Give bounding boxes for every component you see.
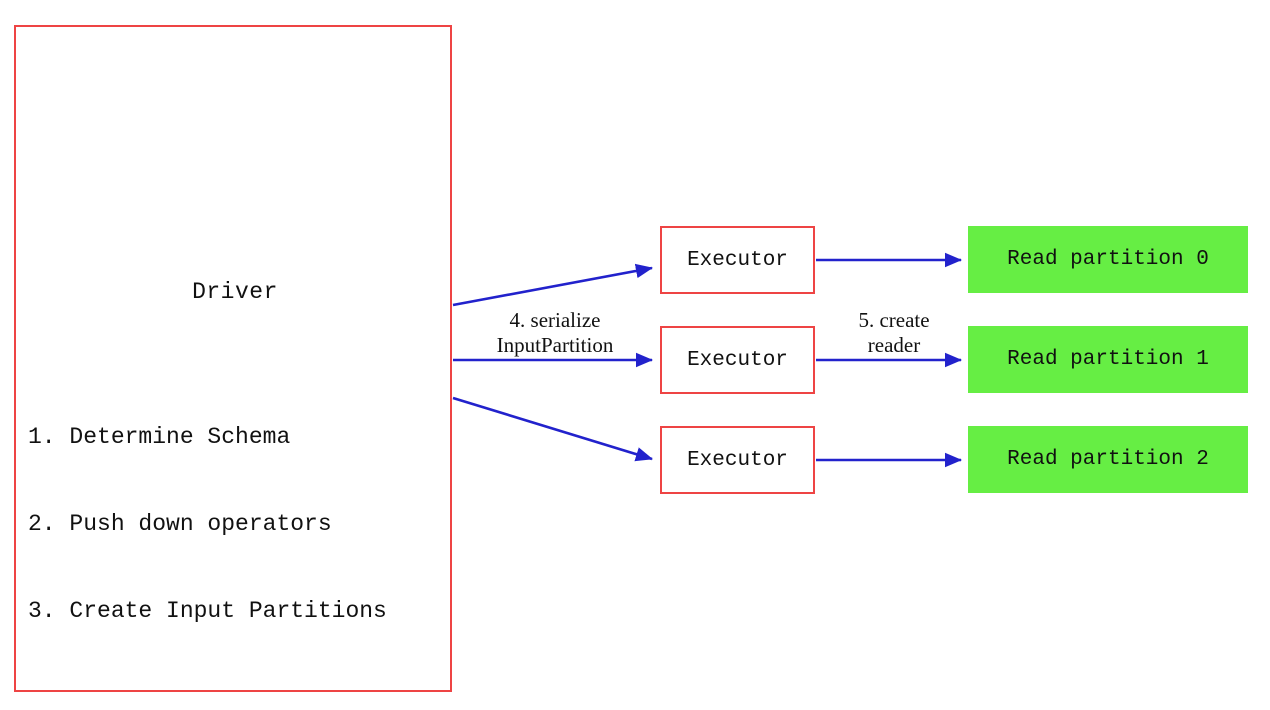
driver-steps-list: 1. Determine Schema 2. Push down operato… — [28, 365, 387, 684]
executor-box-2: Executor — [660, 426, 815, 494]
driver-title: Driver — [192, 279, 278, 305]
executor-label-0: Executor — [687, 248, 788, 272]
read-partition-label-2: Read partition 2 — [1007, 448, 1209, 471]
edge-label-create-reader: 5. create reader — [858, 308, 930, 357]
driver-step-3: 3. Create Input Partitions — [28, 598, 387, 624]
driver-box: Driver 1. Determine Schema 2. Push down … — [14, 25, 452, 692]
driver-step-1: 1. Determine Schema — [28, 424, 291, 450]
arrow-driver-to-executor-2 — [452, 396, 653, 462]
read-partition-box-1: Read partition 1 — [968, 326, 1248, 393]
executor-label-1: Executor — [687, 348, 788, 372]
read-partition-label-1: Read partition 1 — [1007, 348, 1209, 371]
arrow-driver-to-executor-0 — [452, 263, 654, 307]
read-partition-label-0: Read partition 0 — [1007, 248, 1209, 271]
executor-box-1: Executor — [660, 326, 815, 394]
executor-label-2: Executor — [687, 448, 788, 472]
edge-label-serialize-input-partition: 4. serialize InputPartition — [496, 308, 614, 357]
driver-step-2: 2. Push down operators — [28, 511, 332, 537]
executor-box-0: Executor — [660, 226, 815, 294]
read-partition-box-2: Read partition 2 — [968, 426, 1248, 493]
read-partition-box-0: Read partition 0 — [968, 226, 1248, 293]
